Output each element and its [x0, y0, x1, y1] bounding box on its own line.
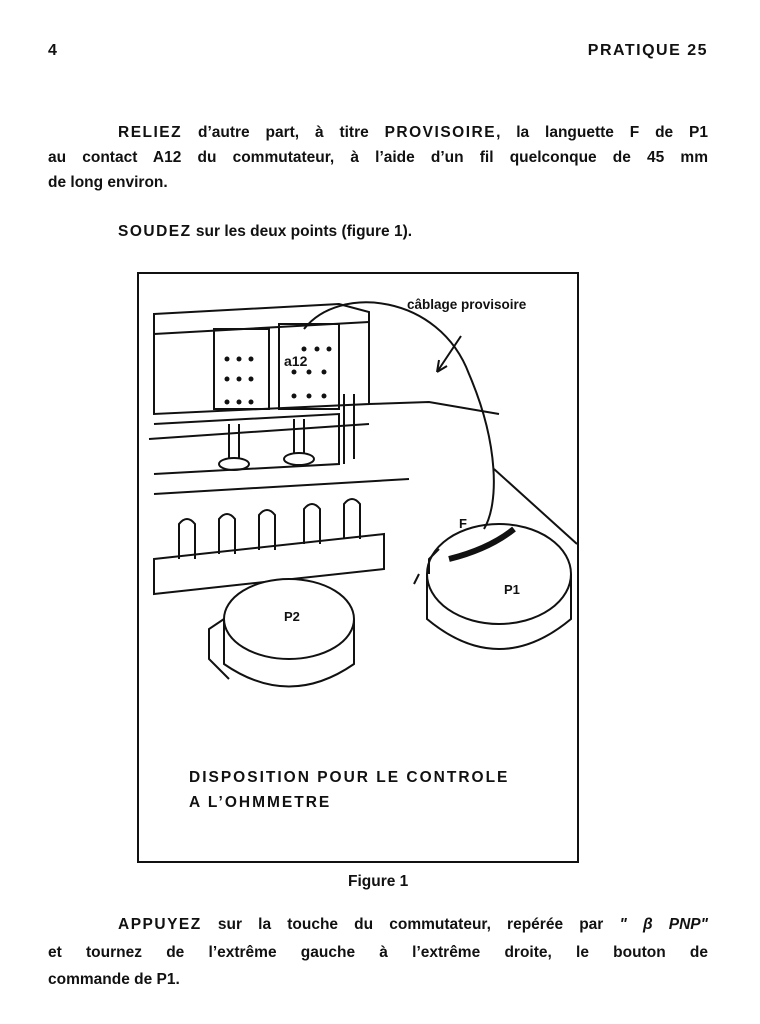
figure-1: câblage provisoire a12 F P1 P2 DISPOSITI… [137, 272, 579, 863]
text: sur la touche du commutateur, repérée pa… [201, 916, 620, 933]
paragraph1-line1: RELIEZ d’autre part, à titre PROVISOIRE,… [48, 123, 708, 143]
switch-assembly [148, 302, 500, 495]
wire-arrow [436, 335, 462, 373]
potentiometer-p2 [208, 578, 355, 688]
text: d’autre part, à titre [182, 124, 385, 141]
paragraph3-line1: APPUYEZ sur la touche du commutateur, re… [48, 915, 708, 935]
temporary-wire [303, 301, 495, 530]
figure-caption: Figure 1 [348, 873, 409, 890]
terminal-strip [153, 498, 385, 596]
paragraph1-line3: de long environ. [48, 174, 168, 191]
keyword-soudez: SOUDEZ [118, 223, 192, 240]
paragraph1-line2: au contact A12 du commutateur, à l’aide … [48, 149, 708, 166]
keyword-appuyez: APPUYEZ [118, 916, 202, 933]
paragraph3-line3: commande de P1. [48, 971, 180, 988]
label-wiring: câblage provisoire [407, 297, 527, 312]
keyword-relie: RELIEZ [118, 124, 183, 141]
inner-caption-line1: DISPOSITION POUR LE CONTROLE [189, 769, 509, 786]
circuit-illustration: câblage provisoire a12 F P1 P2 DISPOSITI… [148, 297, 578, 811]
label-p2: P2 [284, 609, 300, 624]
keyword-provisoire: PROVISOIRE [384, 124, 497, 141]
label-p1: P1 [504, 582, 520, 597]
paragraph3-line2: et tournez de l’extrême gauche à l’extrê… [48, 944, 708, 961]
page-number: 4 [48, 42, 57, 59]
edge-line [493, 468, 578, 545]
inner-caption-line2: A L’OHMMETRE [189, 794, 331, 811]
paragraph2: SOUDEZ sur les deux points (figure 1). [48, 222, 760, 242]
text: , la languette F de P1 [496, 124, 708, 141]
text: sur les deux points (figure 1). [191, 223, 413, 240]
potentiometer-p1 [413, 523, 572, 650]
beta-pnp-label: " β PNP" [619, 916, 709, 933]
label-a12: a12 [284, 353, 308, 369]
label-f: F [459, 516, 467, 531]
running-title: PRATIQUE 25 [587, 42, 708, 59]
